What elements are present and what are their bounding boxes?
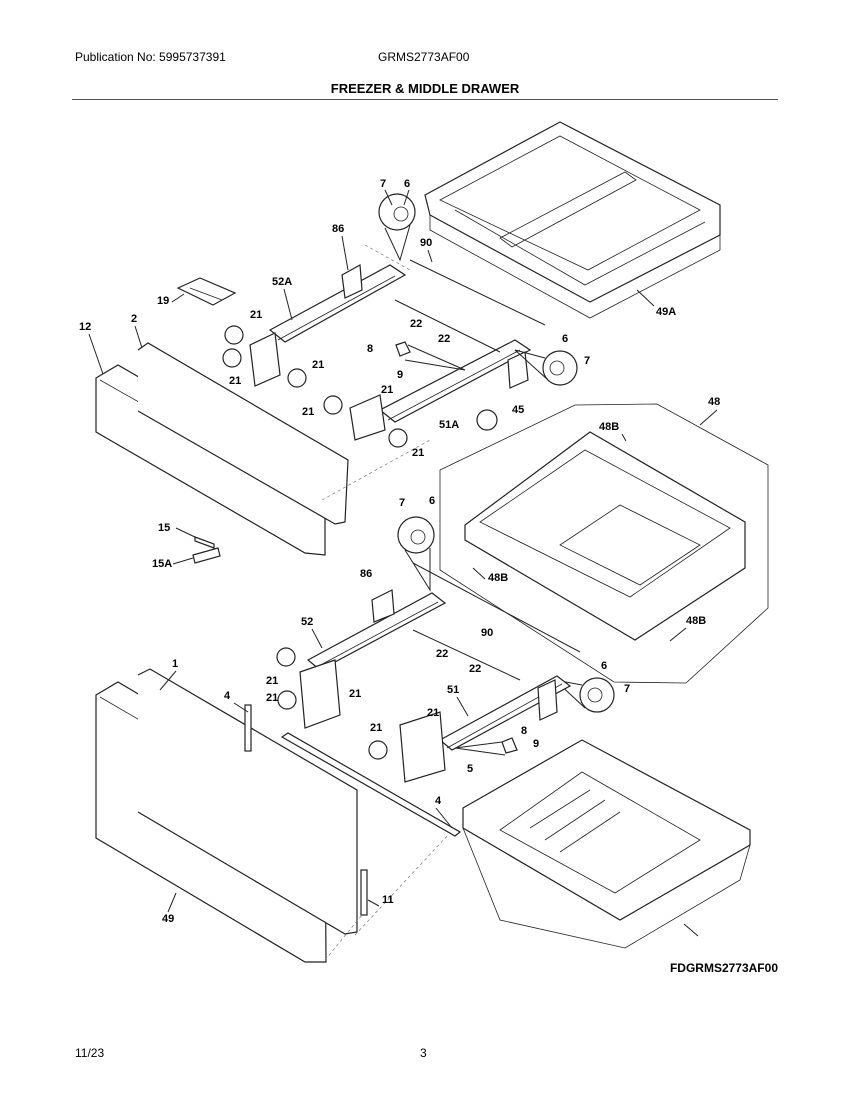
callout-label: 45 (512, 404, 524, 416)
callout-label: 21 (427, 707, 439, 719)
middle-drawer-panel-48 (439, 403, 769, 684)
callout-label: 21 (266, 675, 278, 687)
callout-label: 6 (429, 495, 435, 507)
callout-label: 2 (131, 313, 137, 325)
callout-label: 9 (533, 738, 539, 750)
callout-label: 21 (250, 309, 262, 321)
gasket-4-left (244, 704, 252, 752)
upper-slide-assembly (249, 259, 546, 441)
sensor-15 (192, 536, 221, 564)
gear-detail-right (514, 349, 578, 386)
leader-lines (88, 189, 718, 937)
guide-lines (321, 244, 449, 961)
callout-label: 7 (399, 497, 405, 509)
callout-label: 4 (435, 795, 442, 807)
callout-label: 11 (382, 894, 394, 906)
lower-slide-assembly (299, 562, 581, 783)
callout-label: 48B (686, 615, 706, 627)
page-number: 3 (420, 1046, 427, 1060)
gear-detail-mid (397, 516, 435, 592)
callout-label: 7 (584, 355, 590, 367)
callout-label: 4 (224, 690, 231, 702)
callout-label: 12 (79, 321, 91, 333)
upper-drawer-front (95, 342, 349, 556)
model-number: GRMS2773AF00 (378, 50, 470, 64)
callout-label: 21 (312, 359, 324, 371)
gear-detail-lower-right (553, 677, 615, 713)
freezer-basket-49a (424, 121, 721, 319)
control-panel-19 (176, 277, 237, 306)
callout-label: 51 (447, 684, 459, 696)
callout-label: 22 (410, 318, 422, 330)
gear-detail-top (378, 193, 416, 262)
publication-number: Publication No: 5995737391 (75, 50, 226, 64)
callout-label: 9 (397, 369, 403, 381)
callout-label: 21 (349, 688, 361, 700)
callout-label: 7 (380, 178, 386, 190)
callout-label: 5 (467, 763, 473, 775)
lower-drawer-front (95, 668, 358, 963)
callout-label: 21 (302, 406, 314, 418)
callout-label: 49 (162, 913, 174, 925)
callout-label: 52 (301, 616, 313, 628)
callout-label: 21 (266, 692, 278, 704)
page-title: FREEZER & MIDDLE DRAWER (330, 81, 520, 96)
gasket-4-right (360, 869, 368, 916)
callout-label: 22 (438, 333, 450, 345)
callout-label: 7 (624, 683, 630, 695)
footer-date: 11/23 (75, 1046, 105, 1060)
callout-label: 15A (152, 558, 172, 570)
callout-label: 21 (412, 447, 424, 459)
callout-label: 15 (158, 522, 170, 534)
callout-label: 49A (656, 306, 676, 318)
callout-label: 6 (562, 333, 568, 345)
freezer-basket-49 (462, 739, 751, 949)
callout-label: 90 (420, 237, 432, 249)
callout-label: 1 (172, 658, 178, 670)
callout-label: 8 (521, 725, 527, 737)
callout-labels: 7 6 86 90 52A 19 49A 12 2 21 22 22 8 6 2… (79, 178, 720, 925)
callout-label: 22 (436, 648, 448, 660)
callout-label: 22 (469, 663, 481, 675)
callout-label: 19 (157, 295, 169, 307)
clip-circles (222, 325, 498, 760)
callout-label: 6 (601, 660, 607, 672)
figure-code: FDGRMS2773AF00 (669, 961, 778, 975)
callout-label: 48B (488, 572, 508, 584)
callout-label: 21 (381, 384, 393, 396)
callout-label: 86 (360, 568, 372, 580)
gasket-5-bottom (280, 732, 462, 837)
callout-label: 52A (272, 276, 292, 288)
callout-label: 8 (367, 343, 373, 355)
title-rule (72, 99, 778, 100)
callout-label: 51A (439, 419, 459, 431)
cam-detail-upper (395, 341, 466, 371)
callout-label: 86 (332, 223, 344, 235)
callout-label: 21 (370, 722, 382, 734)
callout-label: 21 (229, 375, 241, 387)
callout-label: 48B (599, 421, 619, 433)
callout-label: 6 (404, 178, 410, 190)
callout-label: 48 (708, 396, 720, 408)
callout-label: 90 (481, 627, 493, 639)
